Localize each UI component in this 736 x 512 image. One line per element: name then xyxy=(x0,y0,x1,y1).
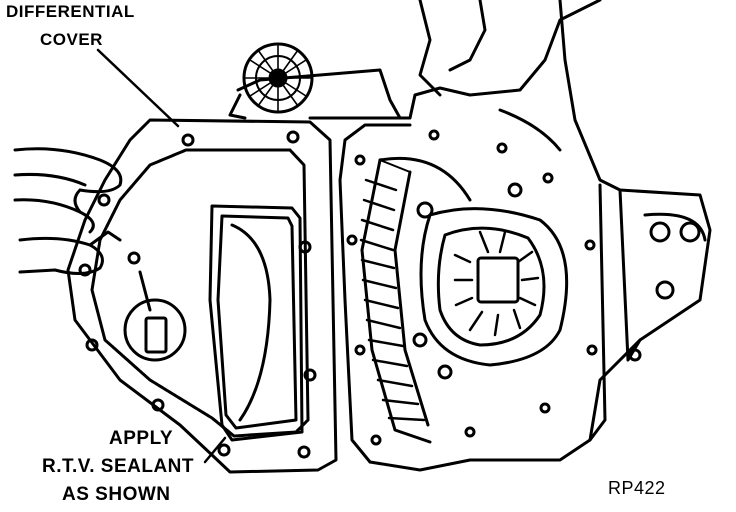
hand-icon xyxy=(13,147,123,275)
figure-code: RP422 xyxy=(608,478,666,498)
housing-bolts xyxy=(346,129,701,446)
leader-lines xyxy=(96,48,227,464)
sealant-label-line1: APPLY xyxy=(109,428,174,449)
differential-cover-label-line2: COVER xyxy=(40,30,103,49)
sealant-label-line2: R.T.V. SEALANT xyxy=(42,456,194,477)
differential-cover xyxy=(66,118,338,474)
ring-gear-icon xyxy=(359,156,472,444)
differential-cover-label-line1: DIFFERENTIAL xyxy=(6,2,135,21)
differential-case-icon xyxy=(412,182,569,380)
transaxle-housing xyxy=(236,0,712,472)
sealant-label-line3: AS SHOWN xyxy=(62,484,171,505)
wire-brush-icon xyxy=(228,42,314,120)
